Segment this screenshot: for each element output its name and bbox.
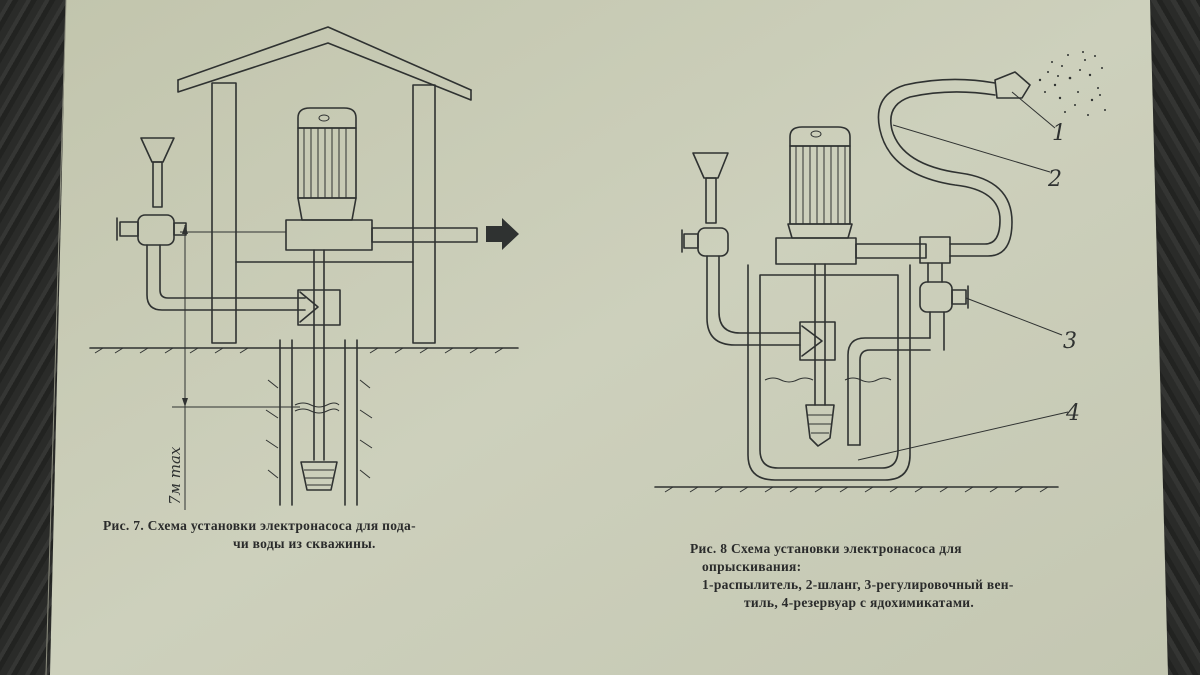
paper-fold-line bbox=[45, 0, 67, 675]
figure-8-caption-line-2: опрыскивания: bbox=[702, 559, 802, 574]
hose bbox=[877, 78, 1013, 257]
paper-surface bbox=[50, 0, 1168, 675]
tee-fitting-8 bbox=[799, 321, 836, 361]
valve-7 bbox=[116, 214, 187, 246]
regulating-valve bbox=[919, 281, 969, 351]
depth-label: 7м max bbox=[166, 446, 184, 505]
foot-valve-8 bbox=[805, 404, 835, 447]
figure-7-caption-line-1: Рис. 7. Схема установки электронасоса дл… bbox=[103, 518, 416, 533]
return-pipe bbox=[847, 337, 931, 446]
well-casing bbox=[265, 339, 373, 506]
callout-1: 1 bbox=[1052, 121, 1066, 146]
spray-mist bbox=[1038, 51, 1106, 116]
flow-arrow bbox=[486, 218, 519, 250]
valve-8-left bbox=[681, 227, 729, 257]
sprayer-nozzle bbox=[994, 71, 1031, 99]
foot-valve-7 bbox=[300, 461, 338, 491]
figure-7-caption-line-2: чи воды из скважины. bbox=[233, 536, 376, 551]
pump-body-7 bbox=[285, 219, 478, 251]
figure-7-caption: Рис. 7. Схема установки электронасоса дл… bbox=[103, 517, 416, 553]
callout-2: 2 bbox=[1047, 167, 1062, 192]
figure-8-caption-line-4: тиль, 4-резервуар с ядохимикатами. bbox=[744, 595, 975, 610]
bypass-pipe-7 bbox=[146, 244, 306, 311]
priming-funnel-7 bbox=[140, 137, 175, 208]
ground-line-8 bbox=[654, 486, 1059, 493]
figure-8-caption-line-3: 1-распылитель, 2-шланг, 3-регулировочный… bbox=[702, 577, 1014, 592]
ground-line-7 bbox=[89, 347, 519, 354]
depth-dimension bbox=[172, 225, 300, 510]
callout-3: 3 bbox=[1063, 329, 1077, 354]
callout-4: 4 bbox=[1065, 401, 1080, 426]
priming-funnel-8 bbox=[692, 152, 729, 224]
callout-leaders bbox=[857, 91, 1069, 461]
suction-pipe-8 bbox=[814, 263, 826, 406]
suction-pipe bbox=[313, 249, 325, 461]
figure-8-caption-line-1: Рис. 8 Схема установки электронасоса для bbox=[690, 541, 962, 556]
house-roof bbox=[177, 26, 472, 101]
reservoir bbox=[747, 264, 911, 481]
figure-8-caption: Рис. 8 Схема установки электронасоса для… bbox=[690, 540, 1014, 612]
pump-body-8 bbox=[775, 223, 927, 265]
discharge-tee bbox=[919, 236, 951, 283]
bypass-pipe-8 bbox=[706, 255, 801, 346]
electric-motor-8 bbox=[789, 126, 851, 225]
tee-fitting-7 bbox=[297, 289, 341, 326]
